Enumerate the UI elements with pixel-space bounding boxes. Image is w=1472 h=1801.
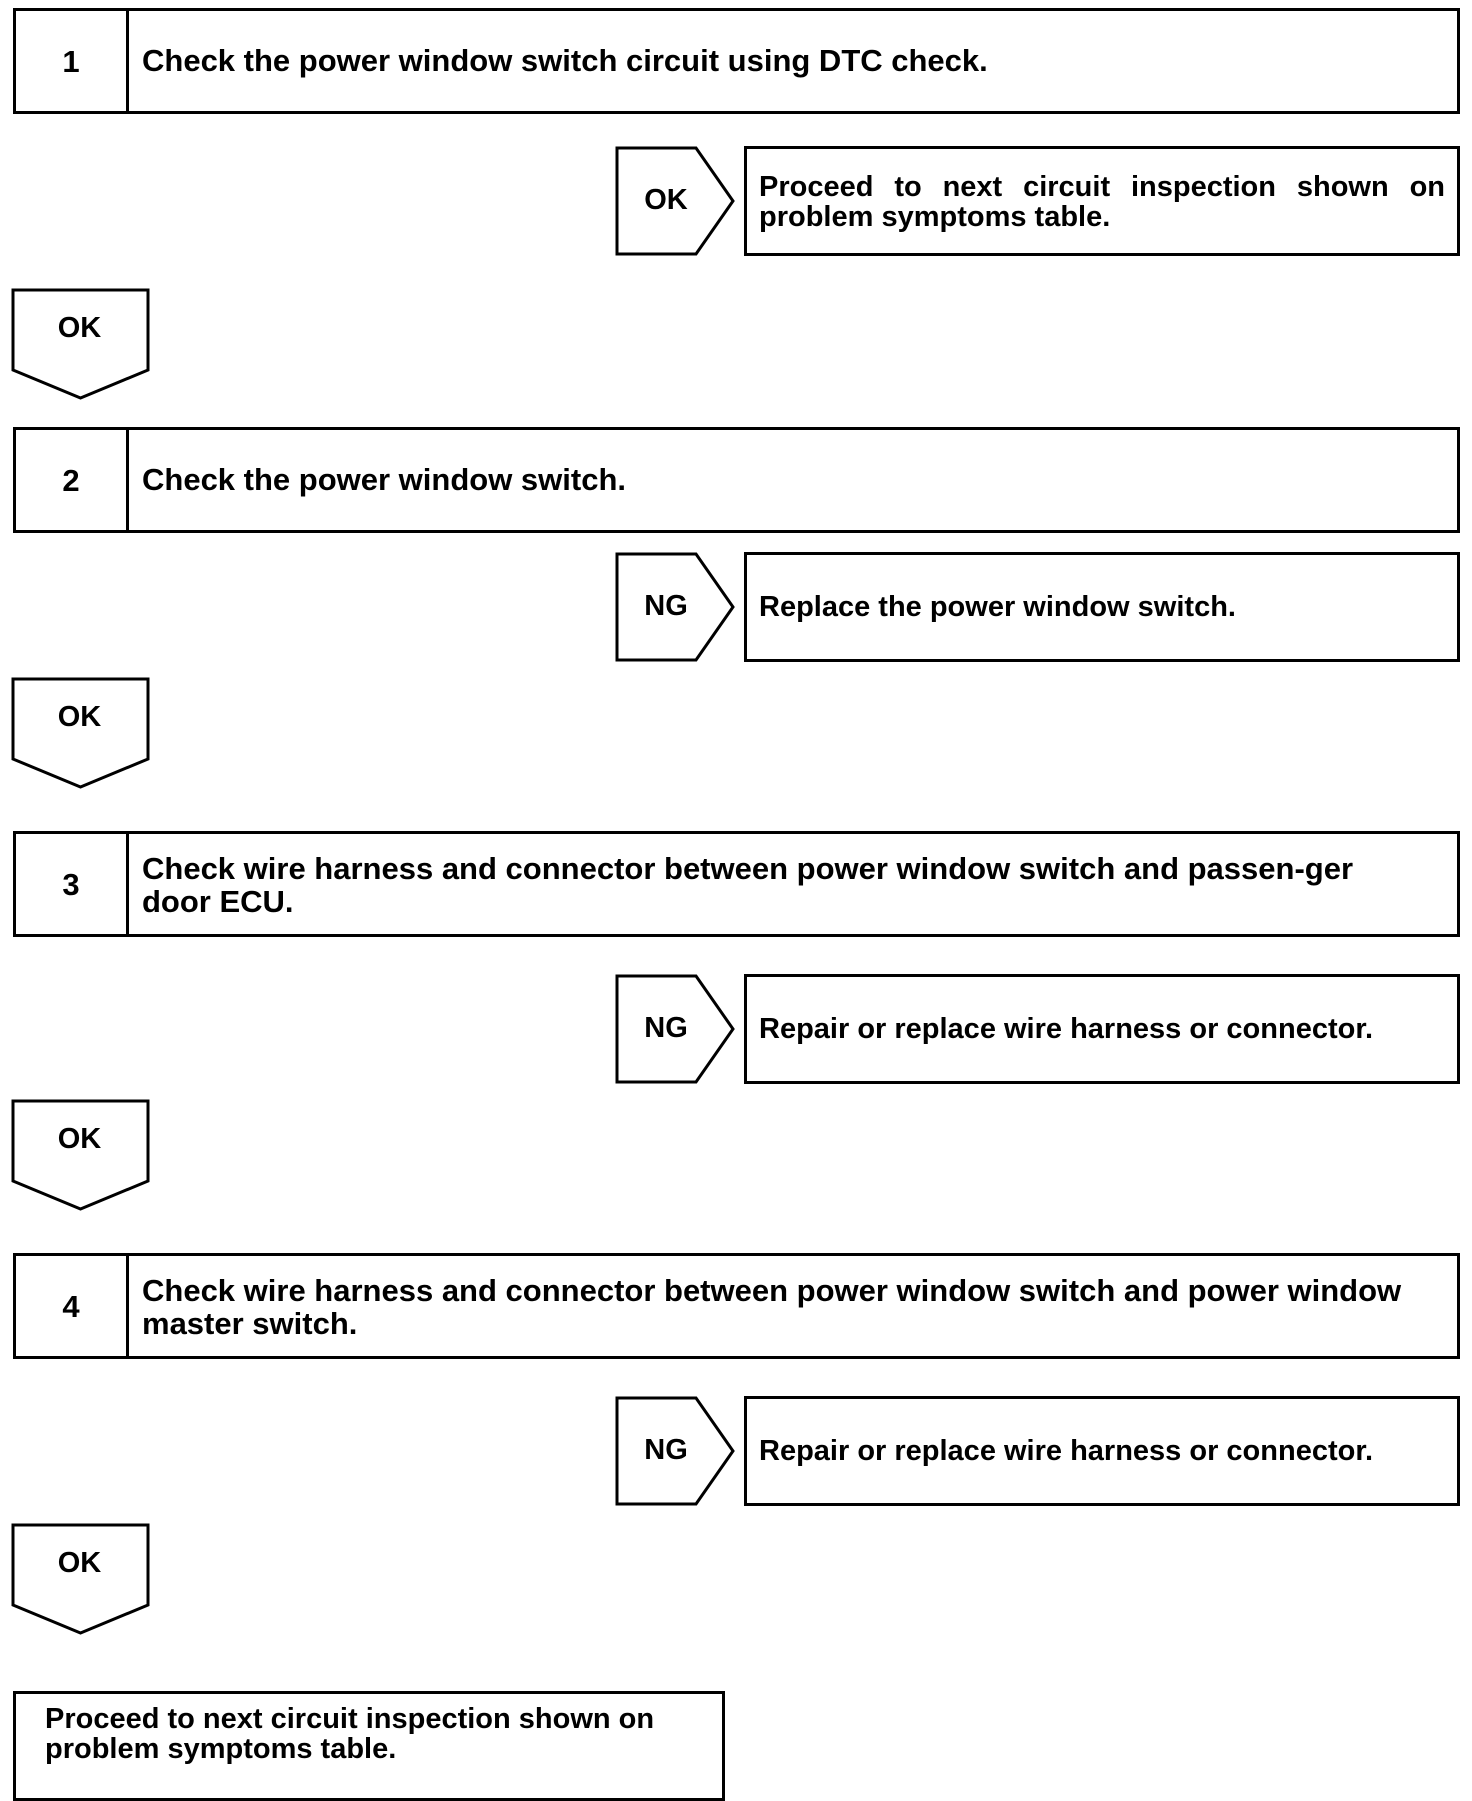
step-2-number: 2 [16,430,129,530]
branch-arrow-icon [615,146,735,256]
branch-4-action: Repair or replace wire harness or connec… [744,1396,1460,1506]
continue-1-tag: OK [11,288,152,402]
down-arrow-icon [11,677,150,789]
branch-4-action-text: Repair or replace wire harness or connec… [759,1435,1374,1467]
branch-3-action: Repair or replace wire harness or connec… [744,974,1460,1084]
down-arrow-icon [11,1099,150,1211]
continue-3-label: OK [57,1123,102,1155]
branch-4-label: NG [644,1434,688,1466]
branch-arrow-icon [615,974,735,1084]
continue-3-tag: OK [11,1099,152,1213]
branch-1-action-text: Proceed to next circuit inspection shown… [759,171,1445,233]
continue-1-label: OK [57,312,102,344]
branch-1-tag: OK [615,146,737,256]
step-2-text: Check the power window switch. [142,462,627,497]
step-4-number: 4 [16,1256,129,1356]
branch-2-action: Replace the power window switch. [744,552,1460,662]
branch-2-action-text: Replace the power window switch. [759,591,1236,623]
step-3-text: Check wire harness and connector between… [142,851,1354,919]
branch-4-tag: NG [615,1396,737,1506]
step-1-box: 1 Check the power window switch circuit … [13,8,1460,114]
branch-2-tag: NG [615,552,737,662]
step-1-number: 1 [16,11,129,111]
branch-2-label: NG [644,590,688,622]
branch-3-action-text: Repair or replace wire harness or connec… [759,1013,1374,1045]
branch-1-label: OK [644,184,688,216]
final-action-box: Proceed to next circuit inspection shown… [13,1691,725,1801]
branch-3-label: NG [644,1012,688,1044]
final-action-text: Proceed to next circuit inspection shown… [45,1703,655,1765]
branch-arrow-icon [615,552,735,662]
step-3-box: 3 Check wire harness and connector betwe… [13,831,1460,937]
step-1-text: Check the power window switch circuit us… [142,43,988,78]
branch-1-action: Proceed to next circuit inspection shown… [744,146,1460,256]
branch-arrow-icon [615,1396,735,1506]
continue-4-tag: OK [11,1523,152,1637]
step-2-box: 2 Check the power window switch. [13,427,1460,533]
down-arrow-icon [11,1523,150,1635]
step-4-text: Check wire harness and connector between… [142,1273,1402,1341]
continue-2-label: OK [57,701,102,733]
down-arrow-icon [11,288,150,400]
step-3-number: 3 [16,834,129,934]
continue-2-tag: OK [11,677,152,791]
step-4-box: 4 Check wire harness and connector betwe… [13,1253,1460,1359]
continue-4-label: OK [57,1547,102,1579]
branch-3-tag: NG [615,974,737,1084]
